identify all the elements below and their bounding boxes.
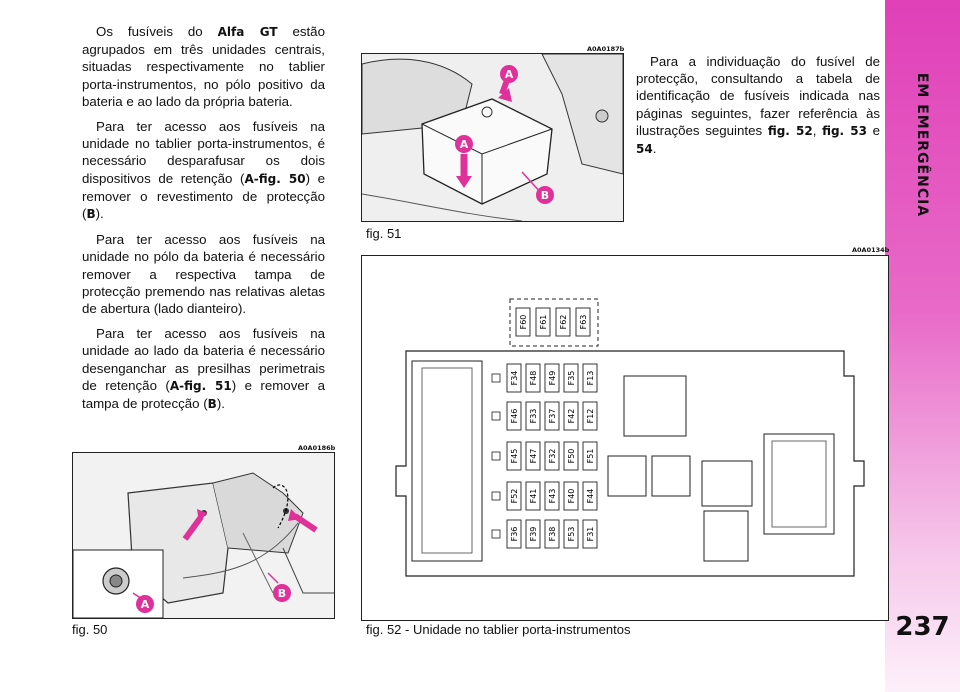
body-text-right: Para a individuação do fusível de protec… (636, 53, 880, 158)
fuse-label: F35 (567, 371, 576, 386)
fuse-label: F63 (579, 315, 588, 330)
body-text-left: Os fusíveis do Alfa GT estão agrupados e… (82, 23, 325, 421)
paragraph-1: Os fusíveis do Alfa GT estão agrupados e… (82, 24, 325, 109)
fuse-top-f62: F62 (555, 307, 571, 337)
fuse-label: F48 (529, 371, 538, 386)
fuse-label: F12 (586, 409, 595, 424)
fig50-caption: fig. 50 (72, 622, 108, 637)
fig51-caption: fig. 51 (366, 226, 402, 241)
fuse-top-f63: F63 (575, 307, 591, 337)
fuse-f43: F43 (544, 481, 560, 511)
fuse-label: F32 (548, 449, 557, 464)
fuse-label: F40 (567, 489, 576, 504)
fuse-top-f61: F61 (535, 307, 551, 337)
fuse-f48: F48 (525, 363, 541, 393)
fuse-f35: F35 (563, 363, 579, 393)
fig50-label-a: A (141, 598, 150, 611)
fuse-f36: F36 (506, 519, 522, 549)
section-sidebar: EM EMERGÊNCIA 237 (885, 0, 960, 692)
fuse-f31: F31 (582, 519, 598, 549)
fuse-slot (491, 373, 501, 383)
paragraph-2: Para ter acesso aos fusíveis na unidade … (82, 119, 325, 222)
fuse-f45: F45 (506, 441, 522, 471)
fuse-label: F51 (586, 449, 595, 464)
fig51-illustration: A A B (361, 53, 624, 222)
fuse-f32: F32 (544, 441, 560, 471)
section-title-text: EM EMERGÊNCIA (914, 72, 931, 218)
fuse-label: F50 (567, 449, 576, 464)
fig51-label-b: B (541, 189, 549, 202)
fuse-slot (491, 529, 501, 539)
fuse-label: F37 (548, 409, 557, 424)
fuse-label: F62 (559, 315, 568, 330)
fuse-f46: F46 (506, 401, 522, 431)
fig51-label-a-top: A (505, 68, 514, 81)
fuse-f47: F47 (525, 441, 541, 471)
fuse-top-f60: F60 (515, 307, 531, 337)
paragraph-4: Para ter acesso aos fusíveis na unidade … (82, 326, 325, 412)
fuse-f33: F33 (525, 401, 541, 431)
fuse-slot (491, 451, 501, 461)
fuse-label: F13 (586, 371, 595, 386)
fuse-label: F31 (586, 527, 595, 542)
fuse-f53: F53 (563, 519, 579, 549)
fuse-label: F53 (567, 527, 576, 542)
fuse-f38: F38 (544, 519, 560, 549)
fuse-label: F46 (510, 409, 519, 424)
fig51-code: A0A0187b (587, 45, 625, 53)
fuse-f12: F12 (582, 401, 598, 431)
fuse-label: F45 (510, 449, 519, 464)
fuse-f49: F49 (544, 363, 560, 393)
fuse-label: F47 (529, 449, 538, 464)
fuse-label: F44 (586, 489, 595, 504)
fig52-code: A0A0134b (852, 246, 890, 254)
fuse-label: F42 (567, 409, 576, 424)
fuse-label: F41 (529, 489, 538, 504)
fuse-label: F38 (548, 527, 557, 542)
fig52-caption: fig. 52 - Unidade no tablier porta-instr… (366, 622, 631, 637)
fuse-f39: F39 (525, 519, 541, 549)
fuse-f44: F44 (582, 481, 598, 511)
fuse-label: F60 (519, 315, 528, 330)
fuse-label: F34 (510, 371, 519, 386)
fuse-label: F43 (548, 489, 557, 504)
page-number: 237 (895, 612, 950, 642)
fuse-f50: F50 (563, 441, 579, 471)
fuse-label: F49 (548, 371, 557, 386)
fig50-code: A0A0186b (298, 444, 336, 452)
fig51-label-a-mid: A (460, 138, 469, 151)
fuse-f13: F13 (582, 363, 598, 393)
fuse-label: F39 (529, 527, 538, 542)
fuse-label: F61 (539, 315, 548, 330)
fuse-f51: F51 (582, 441, 598, 471)
fuse-f40: F40 (563, 481, 579, 511)
fuse-f37: F37 (544, 401, 560, 431)
fuse-f42: F42 (563, 401, 579, 431)
fuse-label: F36 (510, 527, 519, 542)
paragraph-3: Para ter acesso aos fusíveis na unidade … (82, 232, 325, 317)
fuse-f34: F34 (506, 363, 522, 393)
paragraph-right: Para a individuação do fusível de protec… (636, 54, 881, 157)
fuse-slot (491, 411, 501, 421)
fuse-label: F33 (529, 409, 538, 424)
fig50-label-b: B (278, 587, 286, 600)
section-title: EM EMERGÊNCIA (885, 60, 960, 230)
fuse-f41: F41 (525, 481, 541, 511)
fuse-slot (491, 491, 501, 501)
fuse-f52: F52 (506, 481, 522, 511)
fuse-label: F52 (510, 489, 519, 504)
fig50-illustration: A B (72, 452, 335, 619)
